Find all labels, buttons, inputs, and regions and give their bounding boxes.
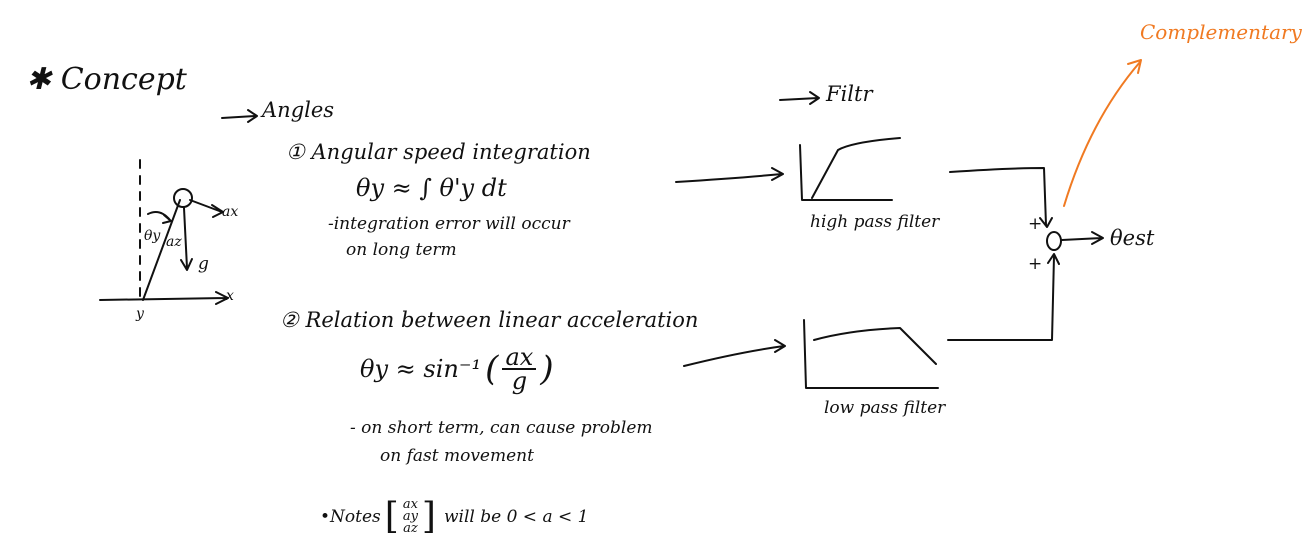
item2-title: ② Relation between linear acceleration xyxy=(280,308,698,332)
notes-line: •Notes [ ax ay az ] will be 0 < a < 1 xyxy=(320,496,588,537)
notes-vector: ax ay az xyxy=(402,496,418,536)
pendulum-ax-arrow xyxy=(189,199,224,218)
pendulum-label-theta: θy xyxy=(144,228,161,244)
output-arrow xyxy=(1061,231,1104,245)
low-pass-input-arrow xyxy=(683,339,786,367)
high-pass-axes xyxy=(799,144,893,201)
left-paren: ( xyxy=(485,349,499,389)
pendulum-rod xyxy=(142,199,181,301)
fraction-numerator: ax xyxy=(505,343,534,371)
item1-title: ① Angular speed integration xyxy=(286,140,591,164)
notes-suffix: will be 0 < a < 1 xyxy=(443,506,589,527)
filter-label: Filtr xyxy=(826,82,873,106)
vec-left-bracket: [ xyxy=(384,496,399,537)
fraction: ax g xyxy=(502,343,537,395)
angles-label: Angles xyxy=(262,98,335,122)
pendulum-label-y: y xyxy=(136,306,144,322)
filter-arrow xyxy=(779,91,820,105)
item2-title-text: Relation between linear acceleration xyxy=(305,308,699,332)
complementary-label: Complementary xyxy=(1140,20,1302,44)
fraction-bar xyxy=(502,368,537,370)
concept-title: Concept xyxy=(60,62,187,97)
complementary-arrow xyxy=(1063,59,1142,207)
pendulum-label-az: az xyxy=(166,234,182,250)
item2-formula-lhs: θy ≈ sin⁻¹ xyxy=(360,355,482,383)
fraction-denominator: g xyxy=(511,367,528,395)
low-pass-label: low pass filter xyxy=(824,398,946,418)
star-icon: ✱ xyxy=(26,62,52,97)
vec-az: az xyxy=(403,520,418,536)
vec-ay: ay xyxy=(402,508,418,524)
low-pass-axes xyxy=(803,319,939,389)
item2-note-line2: on fast movement xyxy=(380,446,534,466)
notes-prefix: •Notes xyxy=(320,506,381,527)
item2-note-line1: - on short term, can cause problem xyxy=(350,418,653,438)
item1-formula: θy ≈ ∫ θ'y dt xyxy=(356,174,507,202)
item1-note-line1: -integration error will occur xyxy=(328,214,570,234)
high-pass-output-line xyxy=(949,167,1053,228)
vec-right-bracket: ] xyxy=(421,496,436,537)
item1-note-line2: on long term xyxy=(346,240,457,260)
high-pass-input-arrow xyxy=(675,167,784,183)
item1-title-text: Angular speed integration xyxy=(311,140,591,164)
low-pass-output-line xyxy=(947,253,1060,341)
high-pass-curve xyxy=(811,137,901,199)
pendulum-g-arrow xyxy=(180,207,193,271)
pendulum-label-g: g xyxy=(198,254,209,274)
plus-top: + xyxy=(1028,214,1043,234)
item2-formula: θy ≈ sin⁻¹ ( ax g ) xyxy=(360,343,554,395)
low-pass-curve xyxy=(813,327,937,365)
pendulum-ground-axis xyxy=(99,291,229,305)
plus-bottom: + xyxy=(1028,254,1043,274)
summing-junction xyxy=(1046,231,1062,251)
pendulum-label-x: x xyxy=(226,288,234,304)
right-paren: ) xyxy=(540,349,554,389)
angles-arrow xyxy=(221,109,258,123)
item1-number: ① xyxy=(286,140,305,164)
high-pass-label: high pass filter xyxy=(810,212,940,232)
pendulum-theta-arc xyxy=(147,211,172,224)
theta-est-output: θest xyxy=(1110,226,1155,250)
pendulum-bob xyxy=(173,188,193,208)
concept-heading: ✱ Concept xyxy=(26,62,187,97)
item2-number: ② xyxy=(280,308,299,332)
pendulum-label-ax: ax xyxy=(222,204,239,220)
vec-ax: ax xyxy=(402,496,418,512)
